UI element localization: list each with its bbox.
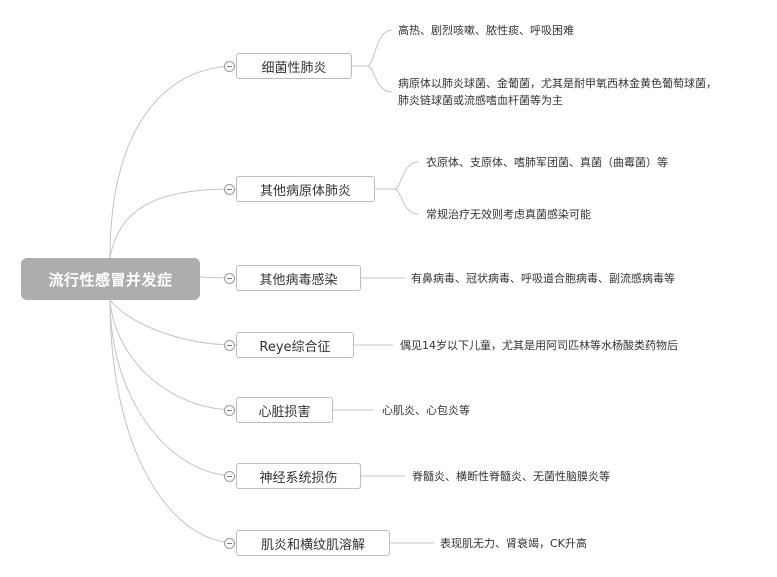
leaf-bacterial-pathogens-2: 肺炎链球菌或流感嗜血杆菌等为主 bbox=[398, 94, 563, 107]
leaf-fungal-note: 常规治疗无效则考虑真菌感染可能 bbox=[426, 208, 591, 221]
collapse-toggle-icon[interactable] bbox=[224, 471, 235, 482]
branch-neuro-damage[interactable]: 神经系统损伤 bbox=[236, 463, 361, 489]
leaf-bacterial-pathogens-1: 病原体以肺炎球菌、金葡菌，尤其是耐甲氧西林金黄色葡萄球菌， bbox=[398, 77, 717, 90]
branch-cardiac-damage[interactable]: 心脏损害 bbox=[236, 397, 333, 423]
leaf-other-pathogens: 衣原体、支原体、嗜肺军团菌、真菌（曲霉菌）等 bbox=[426, 156, 668, 169]
leaf-bacterial-symptoms: 高热、剧烈咳嗽、脓性痰、呼吸困难 bbox=[398, 24, 574, 37]
collapse-toggle-icon[interactable] bbox=[224, 184, 235, 195]
root-connector-7 bbox=[109, 299, 237, 544]
root-connector-2 bbox=[109, 188, 237, 259]
branch-bacterial-pneumonia[interactable]: 细菌性肺炎 bbox=[236, 53, 352, 79]
branch-myositis-rhabdo[interactable]: 肌炎和横纹肌溶解 bbox=[236, 530, 390, 556]
branch-other-pathogen-pneumonia[interactable]: 其他病原体肺炎 bbox=[236, 176, 375, 202]
collapse-toggle-icon[interactable] bbox=[224, 273, 235, 284]
leaf-connector-2 bbox=[375, 161, 419, 215]
root-topic[interactable]: 流行性感冒并发症 bbox=[21, 258, 200, 300]
root-connector-6 bbox=[109, 299, 237, 477]
leaf-myositis-detail: 表现肌无力、肾衰竭，CK升高 bbox=[440, 537, 587, 550]
leaf-reye-detail: 偶见14岁以下儿童，尤其是用阿司匹林等水杨酸类药物后 bbox=[400, 339, 678, 352]
collapse-toggle-icon[interactable] bbox=[224, 61, 235, 72]
root-connector-5 bbox=[109, 299, 237, 411]
root-connector-1 bbox=[109, 65, 237, 259]
collapse-toggle-icon[interactable] bbox=[224, 538, 235, 549]
leaf-viral-list: 有鼻病毒、冠状病毒、呼吸道合胞病毒、副流感病毒等 bbox=[411, 272, 675, 285]
leaf-connector-1 bbox=[352, 29, 393, 93]
leaf-cardiac-detail: 心肌炎、心包炎等 bbox=[382, 404, 470, 417]
branch-reye-syndrome[interactable]: Reye综合征 bbox=[236, 332, 354, 358]
branch-other-viral-infection[interactable]: 其他病毒感染 bbox=[236, 265, 361, 291]
root-connector-4 bbox=[109, 299, 237, 346]
leaf-neuro-detail: 脊髓炎、横断性脊髓炎、无菌性脑膜炎等 bbox=[412, 470, 610, 483]
collapse-toggle-icon[interactable] bbox=[224, 405, 235, 416]
collapse-toggle-icon[interactable] bbox=[224, 340, 235, 351]
